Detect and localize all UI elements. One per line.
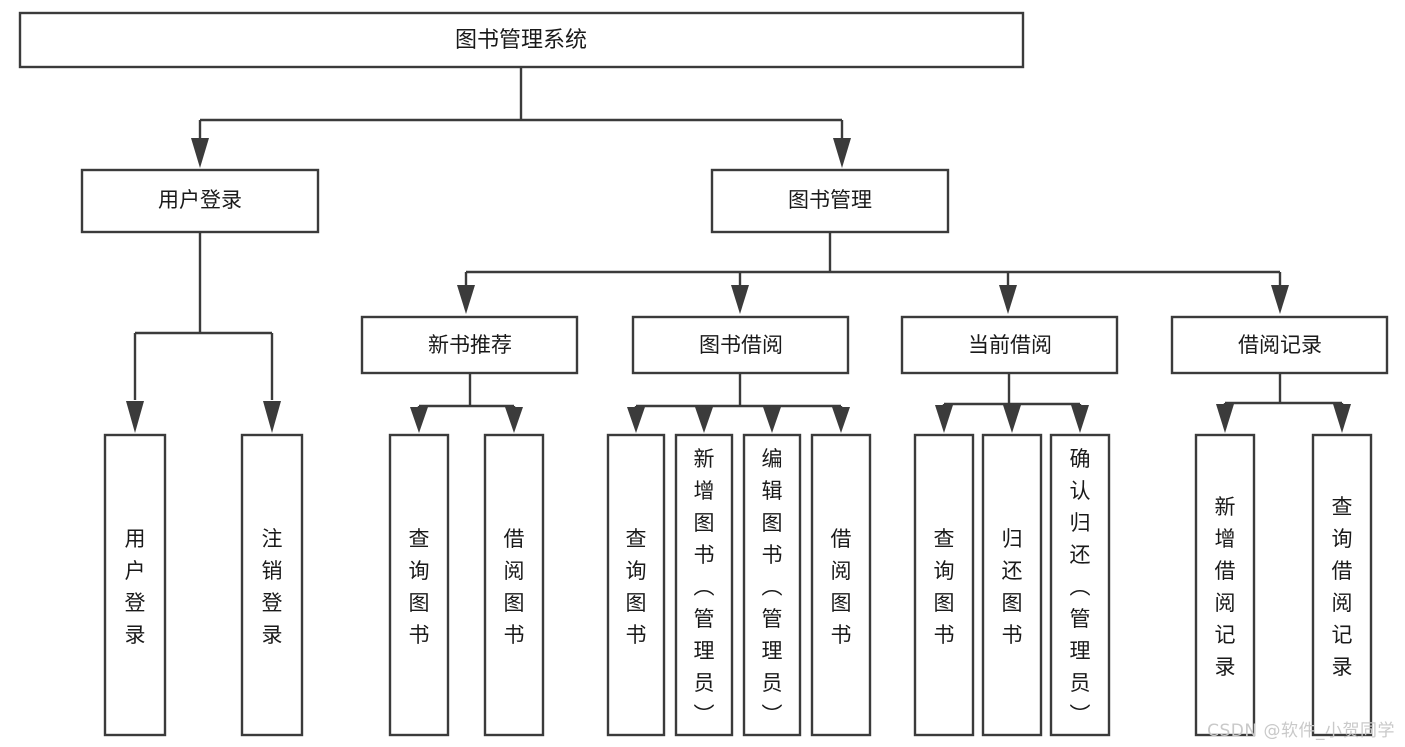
- leaf-node-box[interactable]: [1311, 433, 1373, 737]
- leaf-node-label: 用户登录: [125, 527, 146, 647]
- leaf-node-box[interactable]: [483, 433, 545, 737]
- leaf-node-label: 新增借阅记录: [1215, 495, 1236, 679]
- arrow-head-icon: [410, 407, 428, 433]
- node-book-management[interactable]: 图书管理: [710, 168, 950, 234]
- arrow-head-icon: [505, 407, 523, 433]
- leaf-node-layer: 用户登录 注销登录 查询图书 借阅图书 查询图书 新增图书︵管理员︶ 编辑图书︵管理员︶ 借阅…: [103, 433, 1373, 737]
- node-user-login-label: 用户登录: [158, 188, 242, 212]
- leaf-node[interactable]: 注销登录: [240, 433, 304, 737]
- leaf-node[interactable]: 确认归还︵管理员︶: [1049, 433, 1111, 737]
- leaf-node-label: 确认归还︵管理员︶: [1070, 447, 1091, 727]
- node-root-label: 图书管理系统: [455, 28, 587, 53]
- node-borrow-records[interactable]: 借阅记录: [1170, 315, 1389, 375]
- leaf-node[interactable]: 借阅图书: [810, 433, 872, 737]
- node-book-borrow-label: 图书借阅: [699, 333, 783, 357]
- leaf-node-label: 注销登录: [262, 527, 283, 647]
- leaf-node-label: 借阅图书: [504, 527, 525, 647]
- node-current-borrow-box[interactable]: [900, 315, 1119, 375]
- node-new-book-recommend-box[interactable]: [360, 315, 579, 375]
- leaf-node-box[interactable]: [103, 433, 167, 737]
- leaf-node-box[interactable]: [810, 433, 872, 737]
- node-borrow-records-label: 借阅记录: [1238, 333, 1322, 357]
- leaf-node-box[interactable]: [1194, 433, 1256, 737]
- node-user-login-box[interactable]: [80, 168, 320, 234]
- node-current-borrow[interactable]: 当前借阅: [900, 315, 1119, 375]
- node-new-book-recommend-label: 新书推荐: [428, 333, 512, 357]
- node-root-box[interactable]: [18, 11, 1025, 69]
- arrow-head-icon: [1216, 404, 1234, 433]
- leaf-node-box[interactable]: [240, 433, 304, 737]
- leaf-node-box[interactable]: [674, 433, 734, 737]
- leaf-node[interactable]: 借阅图书: [483, 433, 545, 737]
- node-current-borrow-label: 当前借阅: [968, 333, 1052, 357]
- arrow-head-icon: [126, 401, 144, 433]
- leaf-node-box[interactable]: [388, 433, 450, 737]
- arrow-head-icon: [695, 407, 713, 433]
- connector-records-to-leaves: [1216, 373, 1351, 433]
- leaf-node-label: 新增图书︵管理员︶: [694, 447, 715, 727]
- arrow-head-icon: [763, 407, 781, 433]
- node-borrow-records-box[interactable]: [1170, 315, 1389, 375]
- node-root[interactable]: 图书管理系统: [18, 11, 1025, 69]
- leaf-node[interactable]: 查询图书: [913, 433, 975, 737]
- arrow-head-icon: [832, 407, 850, 433]
- connector-current-to-leaves: [935, 373, 1089, 433]
- arrow-head-icon: [1271, 285, 1289, 314]
- node-book-borrow-box[interactable]: [631, 315, 850, 375]
- leaf-node[interactable]: 编辑图书︵管理员︶: [742, 433, 802, 737]
- leaf-node-box[interactable]: [981, 433, 1043, 737]
- node-book-management-box[interactable]: [710, 168, 950, 234]
- arrow-head-icon: [1333, 404, 1351, 433]
- node-new-book-recommend[interactable]: 新书推荐: [360, 315, 579, 375]
- connector-booksmgmt-to-level2: [457, 232, 1289, 314]
- connector-userlogin-to-leaves: [126, 232, 281, 433]
- arrow-head-icon: [627, 407, 645, 433]
- arrow-head-icon: [457, 285, 475, 314]
- leaf-node[interactable]: 新增借阅记录: [1194, 433, 1256, 737]
- arrow-head-icon: [731, 285, 749, 314]
- node-book-management-label: 图书管理: [788, 188, 872, 212]
- leaf-node-label: 查询图书: [409, 527, 430, 647]
- arrow-head-icon: [1071, 405, 1089, 433]
- leaf-node-label: 查询借阅记录: [1332, 495, 1353, 679]
- arrow-head-icon: [833, 138, 851, 168]
- leaf-node[interactable]: 用户登录: [103, 433, 167, 737]
- leaf-node[interactable]: 查询图书: [388, 433, 450, 737]
- connector-borrow-to-leaves: [627, 373, 850, 433]
- leaf-node-box[interactable]: [606, 433, 666, 737]
- leaf-node-box[interactable]: [1049, 433, 1111, 737]
- arrow-head-icon: [191, 138, 209, 168]
- leaf-node-label: 归还图书: [1002, 527, 1023, 647]
- connector-root-to-level1: [191, 67, 851, 168]
- leaf-node[interactable]: 查询借阅记录: [1311, 433, 1373, 737]
- arrow-head-icon: [935, 405, 953, 433]
- leaf-node-label: 查询图书: [934, 527, 955, 647]
- node-user-login[interactable]: 用户登录: [80, 168, 320, 234]
- leaf-node[interactable]: 查询图书: [606, 433, 666, 737]
- arrow-head-icon: [999, 285, 1017, 314]
- connector-newbook-to-leaves: [410, 373, 523, 433]
- leaf-node-box[interactable]: [742, 433, 802, 737]
- node-book-borrow[interactable]: 图书借阅: [631, 315, 850, 375]
- leaf-node-label: 查询图书: [626, 527, 647, 647]
- leaf-node[interactable]: 归还图书: [981, 433, 1043, 737]
- leaf-node-label: 借阅图书: [831, 527, 852, 647]
- leaf-node-box[interactable]: [913, 433, 975, 737]
- leaf-node[interactable]: 新增图书︵管理员︶: [674, 433, 734, 737]
- arrow-head-icon: [263, 401, 281, 433]
- arrow-head-icon: [1003, 405, 1021, 433]
- leaf-node-label: 编辑图书︵管理员︶: [762, 447, 783, 727]
